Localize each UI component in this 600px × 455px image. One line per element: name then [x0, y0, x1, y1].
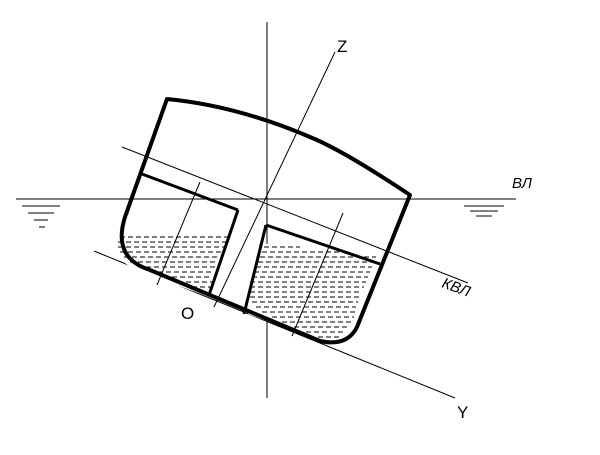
water-symbol-left: [22, 205, 60, 228]
tank-bottom: [149, 268, 321, 343]
bulkhead-right: [242, 224, 268, 315]
design-waterline: [121, 146, 469, 284]
tank-guide-line-1: [156, 181, 201, 286]
ship-hull: [119, 97, 412, 345]
liquid-right: [248, 243, 378, 344]
z-axis-label: Z: [337, 37, 347, 56]
tank-guide-line-2: [291, 212, 344, 337]
tank-top-line-right: [265, 223, 381, 266]
water-symbol-right: [464, 205, 504, 217]
waterline-label: ВЛ: [512, 175, 533, 192]
bulkhead-left: [207, 209, 240, 296]
tank-top-line: [141, 172, 239, 212]
z-axis-line: [213, 51, 336, 308]
origin-label: O: [181, 304, 194, 323]
design-waterline-label: КВЛ: [440, 275, 474, 301]
liquid-left: [116, 232, 232, 297]
y-axis-label: Y: [457, 403, 468, 422]
